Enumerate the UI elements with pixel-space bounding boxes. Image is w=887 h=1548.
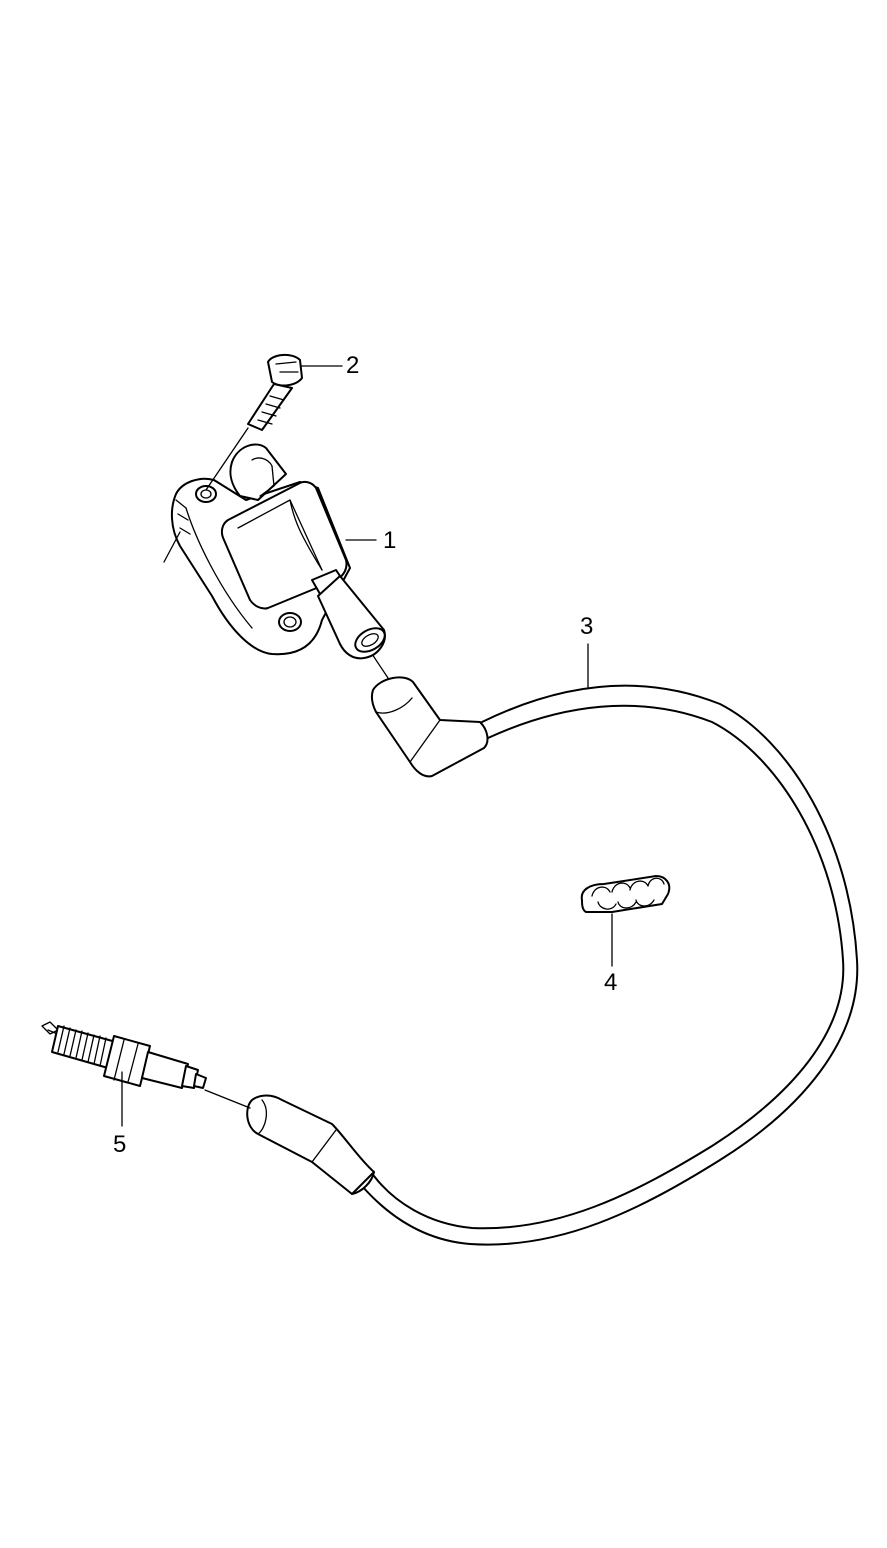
leader-lines <box>121 365 613 1127</box>
callout-1: 1 <box>383 527 396 554</box>
spark-plug[interactable] <box>41 1021 207 1089</box>
ignition-coil[interactable] <box>170 443 389 660</box>
callout-5: 5 <box>113 1131 126 1158</box>
ignition-cable[interactable] <box>204 647 859 1246</box>
callout-3: 3 <box>580 613 593 640</box>
cable-clip[interactable] <box>580 875 671 913</box>
callout-2: 2 <box>346 352 359 379</box>
callout-4: 4 <box>604 969 617 996</box>
hex-bolt[interactable] <box>205 354 303 491</box>
leader-1b <box>163 531 181 563</box>
